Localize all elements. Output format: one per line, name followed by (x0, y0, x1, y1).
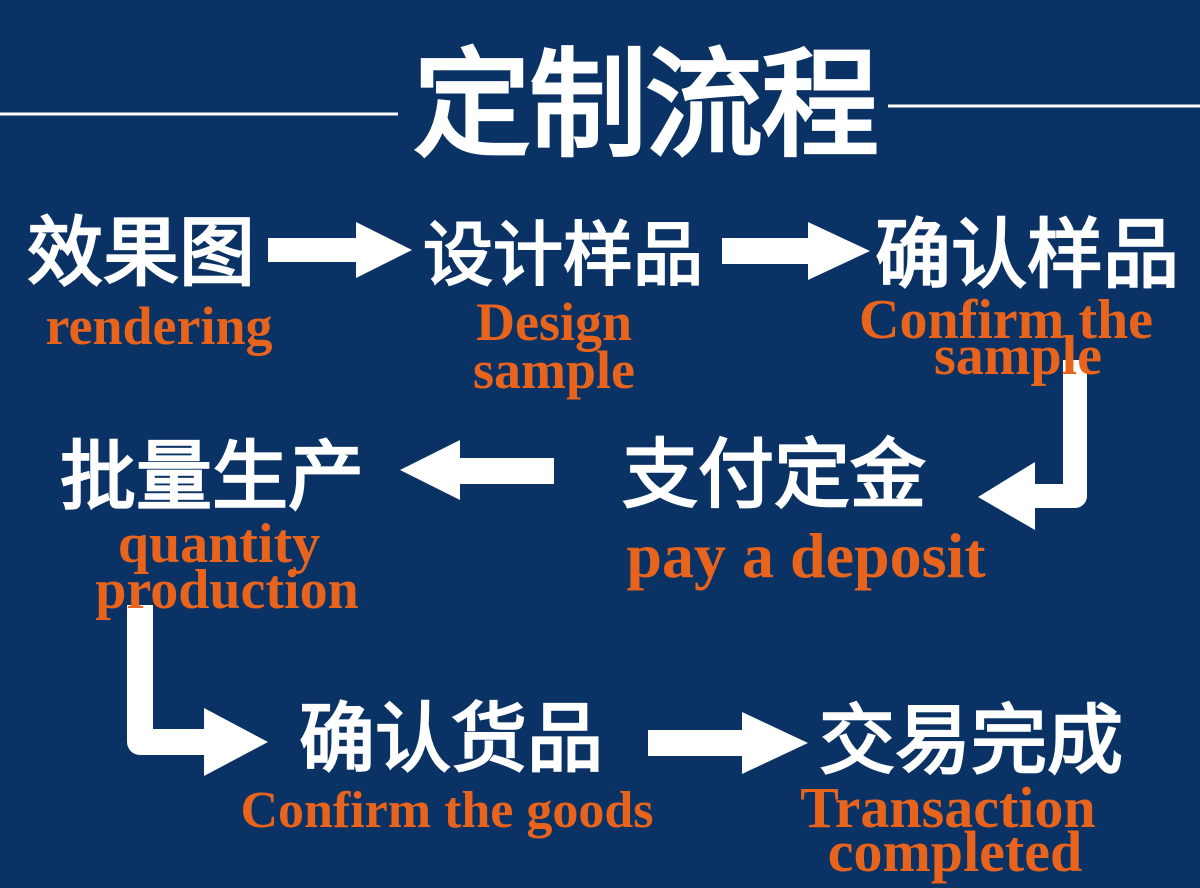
step-transaction-completed-zh: 交易完成 (819, 696, 1123, 785)
step-confirm-sample-zh: 确认样品 (875, 210, 1179, 299)
arrow-right-3 (648, 712, 808, 774)
step-transaction-completed-en-line1: Transaction (800, 775, 1096, 840)
step-quantity-production-en-line2: production (95, 559, 359, 621)
step-confirm-sample-en-line2: sample (934, 325, 1102, 387)
arrow-bend-down-right (127, 605, 268, 776)
step-rendering-zh: 效果图 (27, 208, 255, 297)
step-design-sample-en-line1: Design (475, 292, 632, 352)
step-pay-deposit-en: pay a deposit (626, 520, 986, 591)
step-rendering-en: rendering (45, 296, 273, 356)
step-confirm-sample-en-line1: Confirm the (859, 289, 1153, 351)
step-confirm-goods-zh: 确认货品 (299, 694, 603, 783)
step-design-sample-en-line2: sample (473, 340, 635, 400)
arrow-right-2 (722, 222, 870, 280)
arrow-right-1 (268, 222, 412, 278)
arrow-left-1 (400, 440, 554, 500)
step-quantity-production-en-line1: quantity (117, 513, 321, 575)
step-confirm-goods-en: Confirm the goods (240, 782, 654, 839)
step-pay-deposit-zh: 支付定金 (622, 430, 926, 519)
arrow-bend-down-left (978, 360, 1087, 530)
step-transaction-completed-en-line2: completed (827, 819, 1083, 884)
step-quantity-production-zh: 批量生产 (60, 432, 364, 521)
step-design-sample-zh: 设计样品 (423, 214, 703, 296)
page-title: 定制流程 (412, 36, 879, 174)
